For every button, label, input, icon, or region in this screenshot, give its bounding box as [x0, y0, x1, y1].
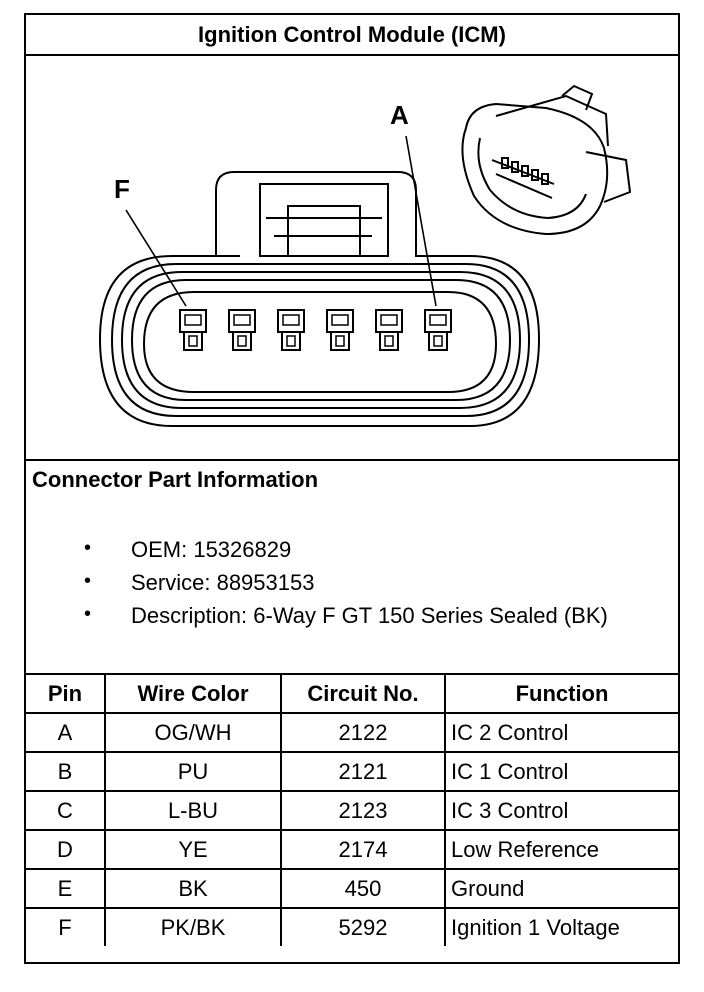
info-item-oem: • OEM: 15326829 [26, 537, 608, 570]
cell-pin: E [26, 868, 106, 909]
header-function: Function [444, 675, 678, 714]
connector-latch-tab [287, 205, 361, 257]
cell-circuit: 450 [280, 868, 446, 909]
connector-latch-detail [266, 217, 382, 237]
info-item-text: Service: 88953153 [131, 570, 315, 595]
cell-pin: B [26, 751, 106, 792]
table-row: A OG/WH 2122 IC 2 Control [26, 712, 678, 753]
pin-label-f: F [114, 174, 130, 204]
cell-wire-color: L-BU [104, 790, 282, 831]
connector-seal-ring-1 [110, 263, 531, 417]
cell-function: IC 3 Control [444, 790, 678, 831]
info-item-text: Description: 6-Way F GT 150 Series Seale… [131, 603, 608, 628]
terminal-b [375, 309, 403, 351]
connector-diagram: F A [26, 56, 678, 461]
connector-latch [259, 183, 389, 257]
pin-a-leader [405, 135, 437, 307]
info-item-service: • Service: 88953153 [26, 570, 608, 603]
table-row: F PK/BK 5292 Ignition 1 Voltage [26, 907, 678, 946]
terminal-a [424, 309, 452, 351]
connector-part-info: Connector Part Information • OEM: 153268… [26, 461, 678, 675]
connector-sheet: Ignition Control Module (ICM) [24, 13, 680, 964]
cell-circuit: 5292 [280, 907, 446, 946]
connector-face-drawing [98, 84, 632, 427]
terminal-f [179, 309, 207, 351]
bullet-icon: • [84, 537, 92, 559]
info-item-description: • Description: 6-Way F GT 150 Series Sea… [26, 603, 608, 636]
table-row: D YE 2174 Low Reference [26, 829, 678, 870]
terminal-e [228, 309, 256, 351]
connector-terminal-cavity [142, 291, 498, 393]
table-row: C L-BU 2123 IC 3 Control [26, 790, 678, 831]
cell-function: Ignition 1 Voltage [444, 907, 678, 946]
cell-pin: D [26, 829, 106, 870]
header-wire-color: Wire Color [104, 675, 282, 714]
cell-function: Low Reference [444, 829, 678, 870]
table-header-row: Pin Wire Color Circuit No. Function [26, 675, 678, 714]
info-list: • OEM: 15326829 • Service: 88953153 • De… [26, 537, 608, 636]
connector-seal-ring-2 [120, 271, 522, 409]
connector-iso-view [461, 84, 632, 236]
pin-table: Pin Wire Color Circuit No. Function A OG… [26, 675, 678, 946]
terminal-c [326, 309, 354, 351]
connector-outer-shell [98, 171, 541, 427]
cell-pin: F [26, 907, 106, 946]
cell-wire-color: PU [104, 751, 282, 792]
bullet-icon: • [84, 603, 92, 625]
terminal-d [277, 309, 305, 351]
bullet-icon: • [84, 570, 92, 592]
terminal-row [179, 309, 452, 351]
cell-function: IC 1 Control [444, 751, 678, 792]
cell-wire-color: BK [104, 868, 282, 909]
pin-f-leader [125, 209, 187, 307]
cell-circuit: 2123 [280, 790, 446, 831]
table-row: E BK 450 Ground [26, 868, 678, 909]
cell-pin: A [26, 712, 106, 753]
cell-pin: C [26, 790, 106, 831]
cell-circuit: 2121 [280, 751, 446, 792]
cell-circuit: 2122 [280, 712, 446, 753]
page-title: Ignition Control Module (ICM) [26, 15, 678, 56]
cell-function: Ground [444, 868, 678, 909]
info-item-text: OEM: 15326829 [131, 537, 292, 562]
cell-wire-color: PK/BK [104, 907, 282, 946]
info-heading: Connector Part Information [32, 467, 319, 492]
cell-wire-color: YE [104, 829, 282, 870]
connector-seal-ring-3 [130, 279, 512, 401]
cell-function: IC 2 Control [444, 712, 678, 753]
pin-label-a: A [390, 100, 409, 130]
header-pin: Pin [26, 675, 106, 714]
cell-wire-color: OG/WH [104, 712, 282, 753]
header-circuit-no: Circuit No. [280, 675, 446, 714]
table-row: B PU 2121 IC 1 Control [26, 751, 678, 792]
cell-circuit: 2174 [280, 829, 446, 870]
